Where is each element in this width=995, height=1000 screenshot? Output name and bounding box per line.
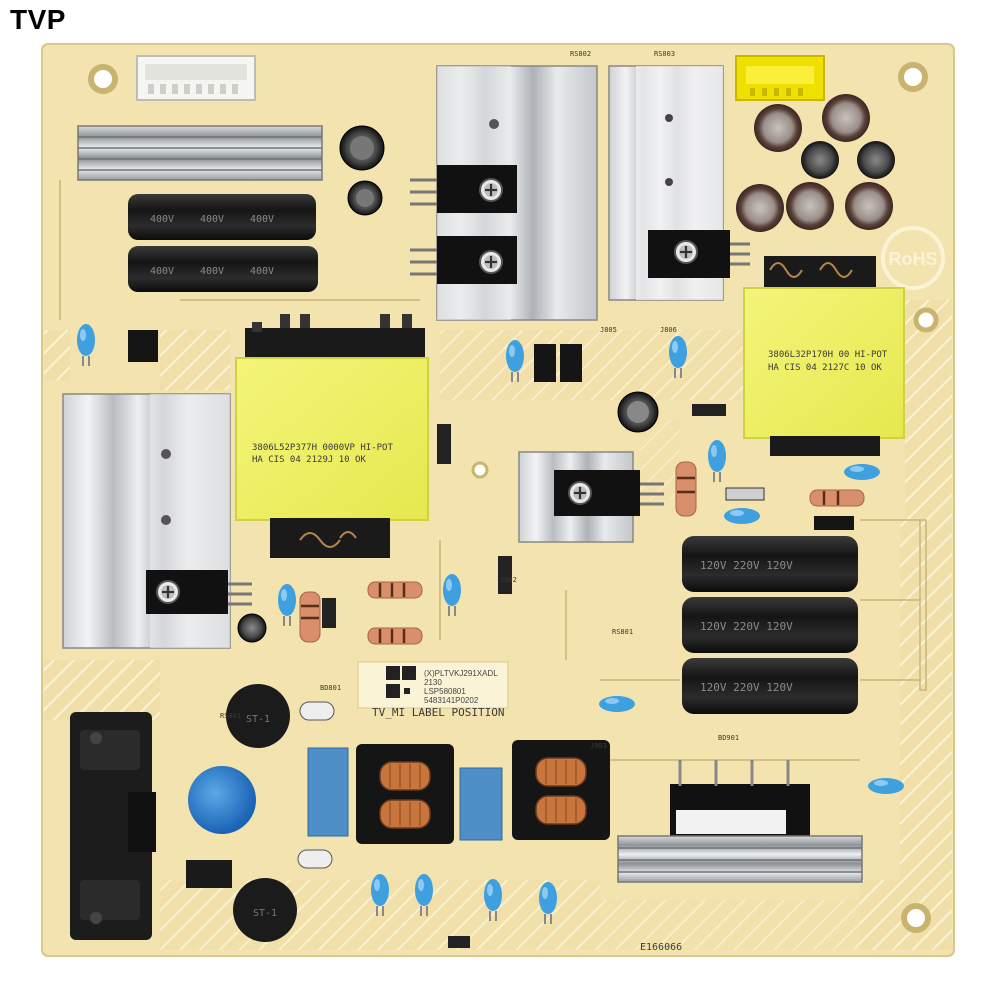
board-code: E166066: [640, 942, 682, 953]
svg-text:400V: 400V: [200, 214, 224, 225]
capacitor-center: [237, 391, 659, 643]
svg-text:120V 220V 120V: 120V 220V 120V: [700, 681, 793, 694]
svg-text:ST-1: ST-1: [246, 714, 270, 725]
transformer-left-code: 3806L52P377H 0000VP HI-POT: [252, 443, 393, 453]
mounting-holes: [75, 62, 939, 933]
rohs-text: RoHS: [889, 249, 938, 269]
heatsink-left: [62, 393, 252, 649]
sticker-date: 2130: [424, 678, 442, 687]
transformer-right-code: 3806L32P170H 00 HI-POT: [768, 350, 888, 360]
small-capacitors-top: [339, 125, 385, 216]
svg-text:RS803: RS803: [654, 50, 675, 58]
svg-text:RS802: RS802: [570, 50, 591, 58]
bridge-rectifier-heatsink: [617, 760, 863, 883]
bulk-capacitors-right: 120V 220V 120V 120V 220V 120V 120V 220V …: [682, 536, 858, 714]
label-sticker: (X)PLTVKJ291XADL 2130 LSP580801 5483141P…: [357, 661, 509, 719]
diodes: [322, 404, 765, 948]
x-capacitors: [307, 747, 503, 841]
sticker-model: (X)PLTVKJ291XADL: [424, 669, 498, 678]
common-mode-chokes: [356, 740, 610, 844]
svg-text:J903: J903: [590, 742, 607, 750]
svg-text:RS801: RS801: [612, 628, 633, 636]
svg-text:400V: 400V: [250, 214, 274, 225]
connector-top-right: [735, 55, 825, 101]
brand-logo-text: TVP: [10, 4, 66, 35]
heatsink-top-center: [410, 65, 598, 321]
svg-text:BD801: BD801: [320, 684, 341, 692]
transformer-right-cert: HA CIS 04 2127C 10 OK: [768, 363, 882, 373]
bulk-capacitors-top-left: 400V 400V 400V 400V 400V 400V: [128, 194, 318, 292]
svg-text:120V 220V 120V: 120V 220V 120V: [700, 620, 793, 633]
fuse: [186, 701, 335, 888]
rohs-mark: RoHS: [881, 226, 945, 290]
sticker-serial: 5483141P0202: [424, 696, 479, 705]
small-ics: [128, 330, 854, 530]
svg-text:400V: 400V: [200, 266, 224, 277]
transformer-right: 3806L32P170H 00 HI-POT HA CIS 04 2127C 1…: [743, 256, 905, 456]
svg-text:BD901: BD901: [718, 734, 739, 742]
heatsink-center: [518, 451, 664, 543]
transformer-left: 3806L52P377H 0000VP HI-POT HA CIS 04 212…: [235, 314, 429, 558]
sticker-part: LSP580801: [424, 687, 466, 696]
svg-text:J806: J806: [660, 326, 677, 334]
svg-text:J805: J805: [600, 326, 617, 334]
connector-top-left: [136, 55, 256, 101]
heatsink-top-right: [608, 65, 750, 301]
heatsink-top-left: [77, 125, 323, 181]
thermistors: ST-1 ST-1: [188, 684, 297, 942]
resistors: [299, 461, 865, 645]
svg-text:120V 220V 120V: 120V 220V 120V: [700, 559, 793, 572]
label-position-text: TV_MI LABEL POSITION: [372, 706, 504, 719]
svg-text:400V: 400V: [250, 266, 274, 277]
svg-text:RS801: RS801: [220, 712, 241, 720]
svg-text:ST-1: ST-1: [253, 908, 277, 919]
capacitor-cluster-top-right: [736, 94, 895, 232]
svg-text:400V: 400V: [150, 214, 174, 225]
svg-text:400V: 400V: [150, 266, 174, 277]
svg-text:J902: J902: [500, 576, 517, 584]
ac-input-connector: [70, 712, 156, 940]
transformer-left-cert: HA CIS 04 2129J 10 OK: [252, 455, 366, 465]
